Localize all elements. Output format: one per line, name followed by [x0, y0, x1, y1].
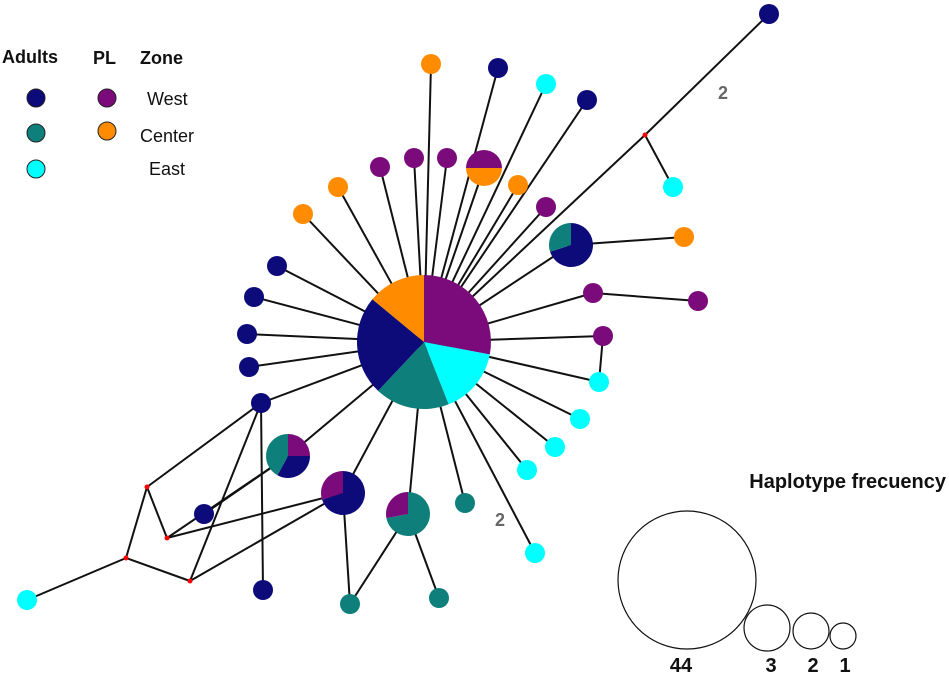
haplotype-node — [244, 287, 264, 307]
legend-pl-header: PL — [93, 48, 116, 68]
haplotype-node — [429, 588, 449, 608]
network-edge — [146, 486, 168, 539]
haplotype-node — [455, 493, 475, 513]
haplotype-node — [237, 324, 257, 344]
haplotype-node — [437, 148, 457, 168]
frequency-circle-2 — [792, 612, 830, 650]
median-vector — [144, 484, 150, 490]
haplotype-nodes — [17, 4, 779, 614]
legend: Adults PL Zone West Center East — [2, 47, 194, 179]
haplotype-node — [340, 594, 360, 614]
frequency-label-44: 44 — [670, 655, 693, 675]
pie-slice — [322, 471, 365, 516]
haplotype-pie-node — [386, 492, 431, 537]
network-edge — [166, 492, 344, 539]
haplotype-node — [251, 393, 271, 413]
network-edge — [592, 292, 699, 302]
pie-slice — [424, 275, 491, 355]
haplotype-node — [253, 580, 273, 600]
frequency-legend-title: Haplotype frecuency — [749, 471, 947, 493]
haplotype-node — [674, 227, 694, 247]
haplotype-pie-node — [266, 434, 310, 478]
network-edge — [125, 557, 191, 582]
legend-swatch-pl-west — [97, 88, 117, 108]
network-edge — [189, 492, 344, 582]
pie-slice — [386, 492, 408, 519]
pie-slice — [372, 275, 424, 342]
network-edge — [26, 557, 127, 601]
haplotype-node — [488, 58, 508, 78]
legend-swatch-adults-west — [26, 88, 46, 108]
network-edge — [260, 402, 264, 591]
haplotype-node — [508, 175, 528, 195]
network-edge — [644, 13, 770, 136]
legend-adults-header: Adults — [2, 47, 58, 67]
frequency-label-3: 3 — [765, 655, 776, 675]
haplotype-node — [267, 256, 287, 276]
haplotype-node — [370, 157, 390, 177]
pie-slice — [277, 456, 310, 478]
haplotype-node — [759, 4, 779, 24]
frequency-label-2: 2 — [807, 655, 818, 675]
legend-zone-east: East — [149, 159, 185, 179]
haplotype-node — [404, 148, 424, 168]
haplotype-node — [570, 409, 590, 429]
haplotype-node — [583, 283, 603, 303]
network-edge — [189, 402, 262, 582]
legend-swatch-pl-center — [97, 121, 117, 141]
frequency-circle-1 — [829, 622, 857, 650]
pie-slice — [320, 471, 343, 500]
pie-slice — [550, 223, 593, 268]
network-edge — [146, 402, 262, 488]
haplotype-node — [577, 90, 597, 110]
haplotype-node — [421, 54, 441, 74]
legend-swatch-adults-center — [26, 123, 46, 143]
legend-zone-header: Zone — [140, 48, 183, 68]
haplotype-node — [194, 504, 214, 524]
haplotype-node — [239, 357, 259, 377]
network-edge — [166, 455, 289, 539]
haplotype-pie-node — [320, 471, 365, 516]
haplotype-node — [517, 460, 537, 480]
pie-slice — [378, 342, 449, 409]
haplotype-pie-node — [356, 275, 491, 409]
median-vector — [187, 578, 193, 584]
median-vector — [642, 132, 648, 138]
median-vector — [164, 535, 170, 541]
legend-zone-west: West — [147, 89, 188, 109]
haplotype-pie-node — [549, 223, 593, 268]
haplotype-node — [17, 590, 37, 610]
frequency-label-1: 1 — [839, 655, 850, 675]
pie-slice — [288, 434, 310, 456]
pie-slice — [549, 223, 571, 252]
pie-slice — [466, 168, 502, 186]
median-vector — [123, 555, 129, 561]
haplotype-node — [593, 326, 613, 346]
haplotype-node — [663, 177, 683, 197]
mutation-label-lower: 2 — [495, 510, 505, 530]
legend-swatch-adults-east — [26, 159, 46, 179]
pie-slice — [424, 342, 490, 405]
mutation-label-upper: 2 — [718, 83, 728, 103]
haplotype-node — [525, 543, 545, 563]
haplotype-node — [328, 177, 348, 197]
pie-slice — [266, 434, 288, 476]
haplotype-node — [589, 372, 609, 392]
frequency-circle-44 — [617, 510, 757, 650]
frequency-legend: Haplotype frecuency 44 3 2 1 — [617, 471, 947, 675]
haplotype-node — [545, 437, 565, 457]
haplotype-node — [688, 291, 708, 311]
haplotype-node — [536, 74, 556, 94]
haplotype-node — [293, 204, 313, 224]
haplotype-node — [536, 197, 556, 217]
pie-slice — [386, 492, 431, 537]
median-vectors — [123, 132, 648, 584]
haplotype-pie-node — [466, 150, 502, 186]
legend-zone-center: Center — [140, 126, 194, 146]
pie-slice — [466, 150, 502, 168]
frequency-circle-3 — [743, 604, 791, 652]
pie-slice — [356, 299, 424, 391]
network-edge — [125, 486, 148, 559]
